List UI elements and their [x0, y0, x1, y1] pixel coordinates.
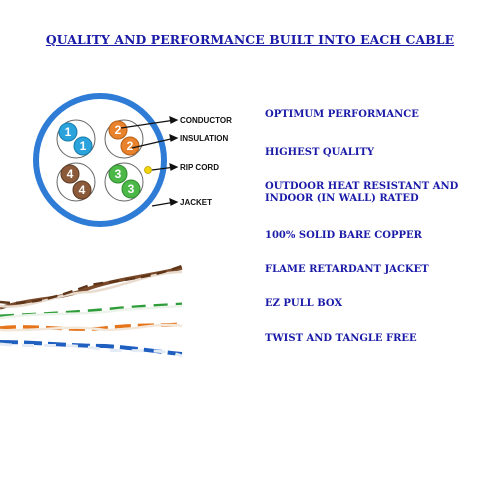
- jacket-label: JACKET: [180, 198, 212, 207]
- feature-solid-bare-copper: 100% SOLID BARE COPPER: [265, 230, 422, 241]
- feature-ez-pull-box: EZ PULL BOX: [265, 298, 343, 309]
- cable-cross-section-diagram: 1 1 2 2 4 4 3 3 CONDUCTOR INSULATION RIP…: [33, 93, 232, 227]
- conductor-2a: [108, 120, 128, 140]
- rip-cord: [144, 166, 152, 174]
- feature-outdoor-heat-resistant: OUTDOOR HEAT RESISTANT AND: [265, 181, 459, 192]
- pair-3-number-b: 3: [128, 182, 135, 196]
- cable-jacket: [33, 93, 167, 227]
- feature-list: OPTIMUM PERFORMANCE HIGHEST QUALITY OUTD…: [265, 0, 500, 500]
- conductor-label: CONDUCTOR: [180, 116, 232, 125]
- brown-wire: [0, 266, 183, 310]
- pair-2: 2 2: [104, 119, 144, 159]
- pair-2-number-a: 2: [115, 123, 122, 137]
- feature-twist-and-tangle-free: TWIST AND TANGLE FREE: [265, 333, 417, 344]
- conductor-3a: [108, 164, 128, 184]
- pair-4-number-b: 4: [79, 183, 86, 197]
- pair-4: 4 4: [56, 162, 96, 202]
- twisted-wires-image: [0, 264, 183, 358]
- rip-cord-label: RIP CORD: [180, 163, 219, 172]
- insulation-arrow: [131, 137, 176, 149]
- page-title: QUALITY AND PERFORMANCE BUILT INTO EACH …: [45, 32, 455, 47]
- pair-4-number-a: 4: [67, 167, 74, 181]
- orange-wire: [0, 322, 183, 331]
- conductor-arrow: [120, 119, 176, 129]
- conductor-3b: [121, 179, 141, 199]
- conductor-1b: [73, 136, 93, 156]
- pair-3-number-a: 3: [115, 167, 122, 181]
- feature-indoor-rated: INDOOR (IN WALL) RATED: [265, 193, 419, 204]
- pair-1-number-a: 1: [65, 125, 72, 139]
- feature-flame-retardant-jacket: FLAME RETARDANT JACKET: [265, 264, 429, 275]
- pair-1: 1 1: [56, 119, 96, 159]
- pair-1-number-b: 1: [80, 139, 87, 153]
- pair-3: 3 3: [104, 162, 144, 202]
- feature-optimum-performance: OPTIMUM PERFORMANCE: [265, 109, 419, 120]
- conductor-4a: [60, 164, 80, 184]
- conductor-4b: [72, 180, 92, 200]
- insulation-label: INSULATION: [180, 134, 229, 143]
- conductor-1a: [58, 122, 78, 142]
- feature-highest-quality: HIGHEST QUALITY: [265, 147, 375, 158]
- pair-2-number-b: 2: [127, 139, 134, 153]
